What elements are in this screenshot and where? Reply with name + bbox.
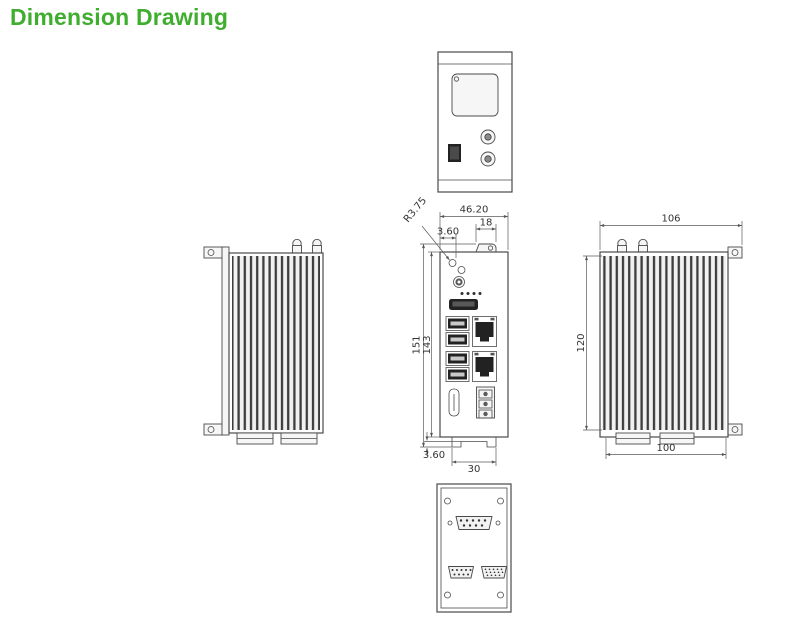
antenna-base: [312, 245, 322, 254]
corner-screw: [497, 591, 504, 599]
sim-slot: [448, 388, 460, 417]
din-clip-bottom: [451, 437, 497, 448]
mount-hole: [207, 426, 215, 433]
power-terminal-block: [476, 386, 495, 419]
usb-lan-block-1: [445, 316, 497, 347]
mount-hole: [207, 249, 215, 256]
right-side-view: [599, 238, 743, 445]
usb-tongue: [450, 321, 465, 326]
left-side-view: [203, 238, 324, 445]
vga-pins: [484, 568, 504, 577]
top-view: [437, 51, 513, 193]
lan-led: [474, 352, 479, 356]
io-connector-inner: [450, 146, 459, 160]
antenna-hole-2: [457, 266, 466, 274]
dsub-shell: [448, 566, 474, 579]
corner-screw: [497, 497, 504, 505]
heatsink-fins: [602, 256, 726, 430]
mount-hole: [731, 426, 739, 433]
antenna-hole-1: [448, 259, 457, 267]
cover-screw: [453, 76, 460, 82]
lan-led: [490, 317, 495, 321]
corner-screw: [444, 591, 451, 599]
mount-hole: [731, 249, 739, 256]
vga-connector: [481, 566, 507, 579]
dim-height-body: 143: [422, 335, 433, 354]
dim-side-bottom-width: 100: [656, 443, 675, 454]
dim-clip-step: 3.60: [423, 450, 445, 461]
page-title: Dimension Drawing: [10, 4, 229, 30]
terminal-cell: [478, 399, 493, 409]
led: [478, 292, 482, 295]
terminal-screw: [483, 391, 488, 397]
dsub-pins: [459, 519, 487, 527]
leader-line: [421, 225, 450, 261]
usb-lan-block-2: [445, 351, 497, 382]
front-view: [439, 243, 509, 448]
bottom-outline: [436, 483, 512, 613]
antenna-connector-top-2: [480, 151, 496, 167]
power-button-center: [457, 280, 461, 284]
dim-clip-width: 30: [468, 464, 481, 475]
status-leds: [460, 292, 482, 295]
antenna-connector-side: [638, 238, 648, 254]
antenna-pin: [484, 155, 492, 163]
corner-screw: [444, 497, 451, 505]
top-chassis-outline: [437, 51, 513, 193]
antenna-connector-side: [292, 238, 302, 254]
serial-connector-side: [280, 432, 318, 445]
antenna-pin: [484, 133, 492, 141]
access-cover: [451, 73, 499, 117]
led: [466, 292, 470, 295]
db9-connector-top: [447, 516, 501, 530]
usb-tongue: [450, 356, 465, 361]
rj45-opening: [475, 357, 494, 377]
usb-tongue: [450, 337, 465, 342]
terminal-cell: [478, 389, 493, 399]
lan-led: [474, 317, 479, 321]
terminal-screw: [483, 401, 488, 407]
power-button: [453, 276, 465, 288]
serial-connector-side: [236, 432, 274, 445]
dim-hole-offset: 3.60: [437, 227, 459, 238]
bottom-inner-outline: [440, 487, 508, 609]
dim-clip-top-width: 18: [480, 218, 493, 229]
jack-screw: [495, 520, 501, 526]
mount-tab-top-right: [727, 246, 743, 259]
dsub-pins: [451, 569, 472, 576]
side-dimensions: 106 120 100: [576, 214, 743, 459]
dim-hole-radius: R3.75: [402, 195, 429, 224]
led: [472, 292, 476, 295]
antenna-connector-side: [617, 238, 627, 254]
db9-connector-bottom: [448, 566, 474, 579]
terminal-screw: [483, 411, 488, 417]
serial-connector-side: [659, 432, 695, 445]
heatsink-fins: [232, 256, 320, 430]
mount-plate: [221, 246, 230, 436]
antenna-connector-side: [312, 238, 322, 254]
mount-tab-bottom-right: [727, 423, 743, 436]
serial-connector-side: [615, 432, 651, 445]
terminal-cell: [478, 409, 493, 419]
jack-screw: [447, 520, 453, 526]
led: [460, 292, 464, 295]
rj45-opening: [475, 322, 494, 342]
din-clip-hole: [487, 245, 494, 251]
dim-height-total: 151: [412, 335, 423, 354]
dim-front-total-width: 46.20: [460, 205, 489, 216]
bottom-view: [436, 483, 512, 613]
dim-side-top-width: 106: [661, 214, 680, 225]
antenna-connector-top-1: [480, 129, 496, 145]
hdmi-tongue: [452, 301, 475, 307]
dim-side-fin-height: 120: [576, 333, 587, 352]
antenna-base: [292, 245, 302, 254]
usb-tongue: [450, 372, 465, 377]
dsub-shell: [455, 516, 493, 530]
hdmi-port: [449, 299, 478, 310]
lan-led: [490, 352, 495, 356]
